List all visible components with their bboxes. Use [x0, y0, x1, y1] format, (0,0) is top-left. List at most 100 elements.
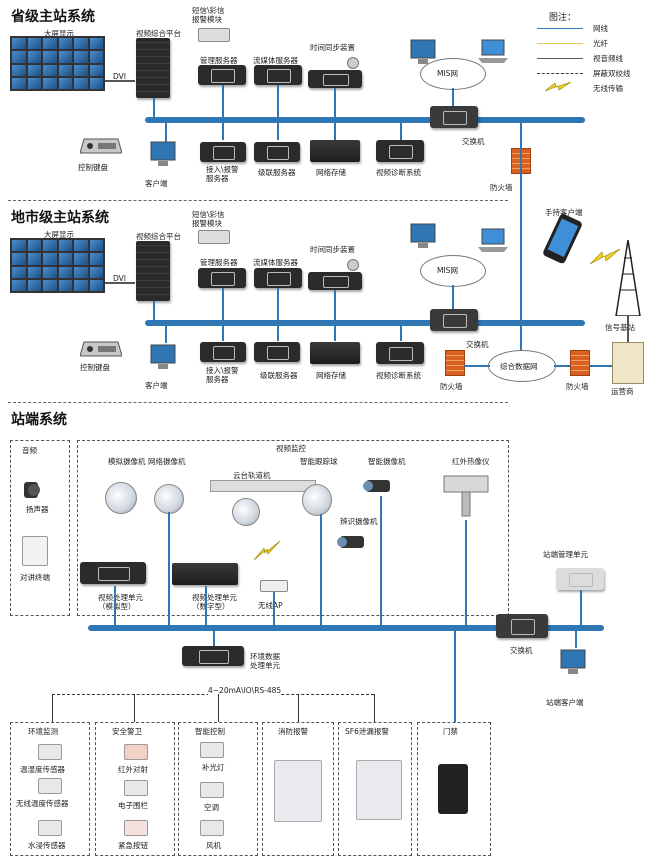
stream-server — [254, 65, 302, 85]
video-group-title: 视频监控 — [276, 444, 306, 453]
client-pc-icon — [560, 649, 586, 674]
link-line — [134, 694, 135, 722]
station-client-label: 站端客户端 — [546, 698, 584, 707]
mgmt-server — [198, 268, 246, 288]
link-line — [334, 120, 336, 140]
gps-antenna-icon — [347, 259, 359, 271]
time-sync-label: 时间同步装置 — [310, 245, 355, 254]
city-network-bus — [145, 320, 585, 326]
emergency-button-icon — [124, 820, 148, 836]
provincial-network-bus — [145, 117, 585, 123]
cascade-server — [254, 342, 300, 362]
client-pc-icon — [150, 344, 176, 369]
group-item-label: 水浸传感器 — [28, 841, 66, 850]
group-title: 安全警卫 — [112, 727, 142, 736]
intercom-label: 对讲终端 — [20, 573, 50, 582]
dome-camera-icon — [302, 484, 332, 516]
security-group — [95, 722, 175, 856]
camera-label: 辨识摄像机 — [340, 517, 378, 526]
audio-group — [10, 440, 70, 616]
link-line — [554, 365, 570, 367]
video-platform — [136, 38, 170, 98]
legend-title: 图注： — [549, 13, 577, 23]
video-wall-label: 大屏显示 — [44, 29, 74, 38]
sensor-icon — [38, 744, 62, 760]
mgmt-server-label: 管理服务器 — [200, 258, 238, 267]
dvi-link — [105, 282, 135, 284]
dome-camera-icon — [105, 482, 137, 514]
switch — [496, 614, 548, 638]
group-title: 环境监测 — [28, 727, 58, 736]
env-unit-label: 环境数据 处理单元 — [250, 652, 280, 670]
section-title-provincial: 省级主站系统 — [11, 9, 95, 25]
rail-track — [210, 480, 316, 492]
keyboard-label: 控制键盘 — [78, 163, 108, 172]
mgmt-server — [198, 65, 246, 85]
switch-label: 交换机 — [466, 340, 489, 349]
video-platform — [136, 241, 170, 301]
link-line — [153, 301, 155, 321]
link-line — [575, 628, 577, 648]
wifi-ap-label: 无线AP — [258, 601, 283, 610]
link-line — [320, 514, 322, 626]
link-line — [298, 694, 299, 722]
link-line — [222, 120, 224, 140]
link-line — [454, 630, 456, 722]
group-item-label: 温湿度传感器 — [20, 765, 65, 774]
switch-label: 交换机 — [462, 137, 485, 146]
access-reader-icon — [438, 764, 468, 814]
sensor-icon — [38, 778, 62, 794]
vpu-analog — [80, 562, 146, 584]
video-wall-label: 大屏显示 — [44, 230, 74, 239]
pc-icon — [410, 39, 436, 64]
camera-label: 智能摄像机 — [368, 457, 406, 466]
link-line — [213, 628, 215, 646]
gps-antenna-icon — [347, 57, 359, 69]
link-line — [400, 120, 402, 140]
camera-label: 云台轨道机 — [233, 471, 271, 480]
sms-module-label: 短信\彩信 报警模块 — [192, 210, 225, 228]
access-control-group — [417, 722, 491, 856]
camera-label: 网络摄像机 — [148, 457, 186, 466]
link-line — [627, 316, 629, 342]
camera-label: 模拟摄像机 — [108, 457, 146, 466]
cascade-server-label: 级联服务器 — [260, 371, 298, 380]
operator-cabinet — [612, 342, 644, 384]
switch — [430, 309, 478, 331]
link-line — [165, 120, 167, 142]
link-line — [277, 288, 279, 321]
ptz-camera-icon — [232, 498, 260, 526]
stream-server — [254, 268, 302, 288]
legend: 图注： 网线 光纤 视音频线 屏蔽双绞线 无线传输 — [535, 8, 653, 96]
link-line — [153, 98, 155, 118]
link-line — [277, 85, 279, 118]
dvi-link — [105, 80, 135, 82]
intercom-icon — [22, 536, 48, 566]
handheld-client-label: 手持客户端 — [545, 208, 583, 217]
network-storage — [310, 342, 360, 364]
group-item-label: 无线温度传感器 — [16, 799, 69, 808]
group-item-label: 紧急按钮 — [118, 841, 148, 850]
fence-icon — [124, 780, 148, 796]
stream-server-label: 流媒体服务器 — [253, 258, 298, 267]
fan-icon — [200, 820, 224, 836]
control-keyboard-icon — [80, 138, 122, 154]
link-line — [222, 323, 224, 341]
video-diagnosis — [376, 140, 424, 162]
link-line — [590, 365, 612, 367]
legend-label: 屏蔽双绞线 — [593, 69, 631, 78]
firewall-label: 防火墙 — [566, 382, 589, 391]
link-line — [222, 288, 224, 321]
client-pc-icon — [150, 141, 176, 166]
smartphone-icon — [543, 214, 582, 264]
sms-module — [198, 230, 230, 244]
smart-control-group — [178, 722, 258, 856]
dvi-label: DVI — [113, 274, 126, 283]
pc-icon — [410, 223, 436, 248]
legend-line-stp — [537, 73, 583, 74]
link-line — [400, 323, 402, 341]
group-item-label: 风机 — [206, 841, 221, 850]
video-diagnosis — [376, 342, 424, 364]
switch-label: 交换机 — [510, 646, 533, 655]
section-title-station: 站端系统 — [11, 412, 67, 428]
